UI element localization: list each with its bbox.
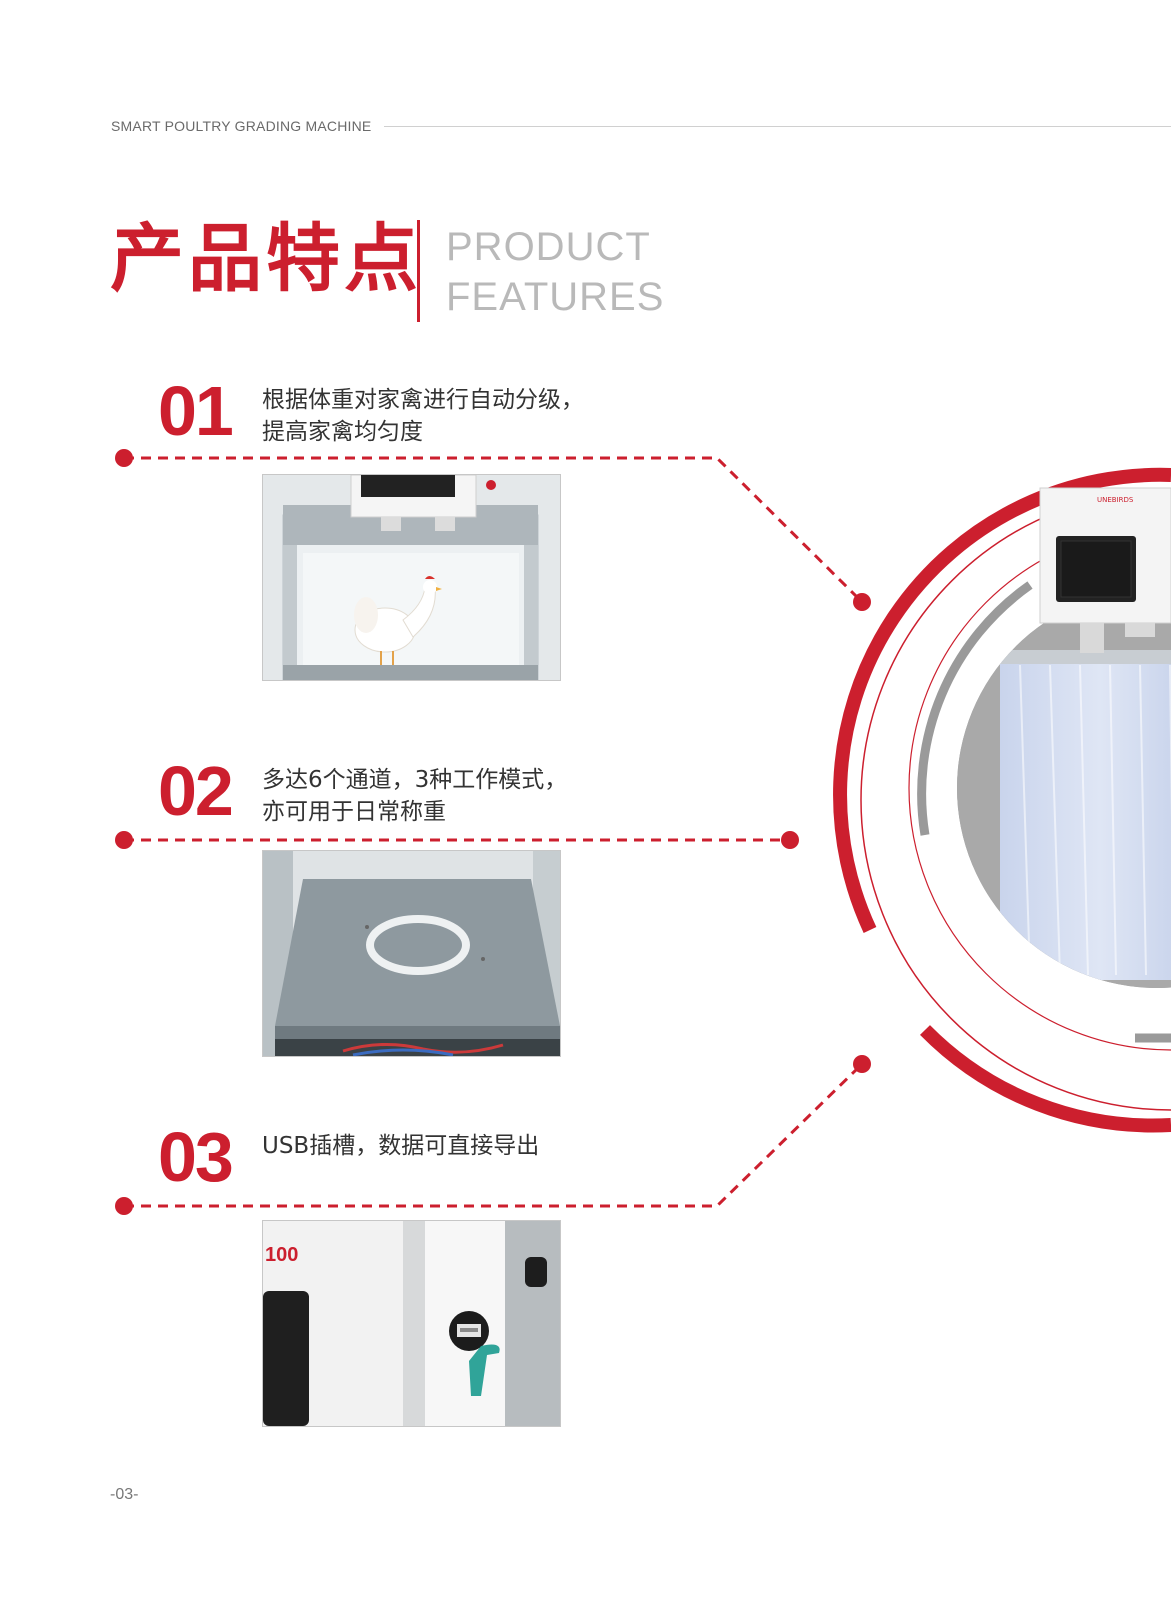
feature-02-line2: 亦可用于日常称重	[262, 799, 446, 825]
chicken-figure	[354, 576, 442, 665]
feature-desc-03: USB插槽，数据可直接导出	[262, 1130, 539, 1162]
feature-photo-usb-slot: 100	[262, 1220, 561, 1427]
grey-arc	[917, 581, 1033, 836]
feature-number-03: 03	[158, 1118, 234, 1196]
connector-dot-2-end	[781, 831, 799, 849]
page-title-en: PRODUCT FEATURES	[446, 222, 664, 322]
connector-dot-3-start	[115, 1197, 133, 1215]
feature-number-02: 02	[158, 752, 234, 830]
header-rule	[384, 126, 1171, 127]
connector-dot-1-end	[853, 593, 871, 611]
title-en-line1: PRODUCT	[446, 225, 651, 269]
feature-02-line1: 多达6个通道，3种工作模式，	[262, 767, 568, 793]
title-divider	[417, 220, 420, 322]
connector-dot-2-start	[115, 831, 133, 849]
outer-red-arc	[833, 467, 1171, 1133]
machine-brand: UNEBIRDS	[1097, 496, 1134, 504]
feature-desc-02: 多达6个通道，3种工作模式， 亦可用于日常称重	[262, 764, 567, 828]
dashed-connectors	[124, 456, 864, 1208]
machine-image: UNEBIRDS	[957, 487, 1171, 988]
feature-desc-01: 根据体重对家禽进行自动分级， 提高家禽均匀度	[262, 384, 584, 448]
feature-photo-weighing-plate	[262, 850, 561, 1057]
feature-number-01: 01	[158, 372, 234, 450]
feature-photo-scale-with-chicken	[262, 474, 561, 681]
header-label: SMART POULTRY GRADING MACHINE	[111, 118, 372, 134]
title-en-line2: FEATURES	[446, 275, 665, 319]
page-title-cn: 产品特点	[110, 216, 422, 302]
usb-port-icon	[449, 1311, 500, 1396]
panel-text: 100	[265, 1244, 298, 1266]
thin-red-ring	[860, 489, 1171, 1111]
feature-01-line1: 根据体重对家禽进行自动分级，	[262, 387, 584, 413]
connector-dot-1-start	[115, 449, 133, 467]
inner-red-ring	[908, 525, 1171, 1051]
feature-03-line1: USB插槽，数据可直接导出	[262, 1133, 540, 1159]
page-number: -03-	[110, 1486, 139, 1503]
feature-01-line2: 提高家禽均匀度	[262, 419, 423, 445]
connector-dot-3-end	[853, 1055, 871, 1073]
